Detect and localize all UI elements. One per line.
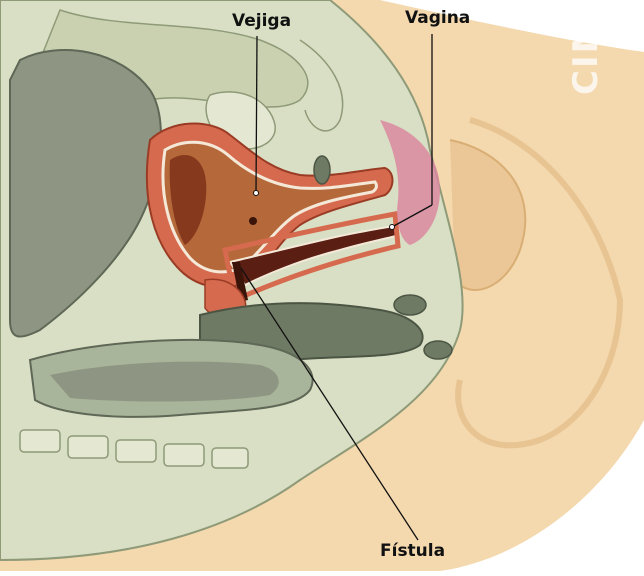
vagina-leader-dot <box>390 225 395 230</box>
watermark-logo: CIMI <box>566 5 606 95</box>
bladder-opening <box>249 217 257 225</box>
label-fistula: Fístula <box>380 541 445 561</box>
label-vagina: Vagina <box>405 8 470 28</box>
label-vejiga: Vejiga <box>232 11 291 31</box>
vejiga-leader-dot <box>254 191 259 196</box>
